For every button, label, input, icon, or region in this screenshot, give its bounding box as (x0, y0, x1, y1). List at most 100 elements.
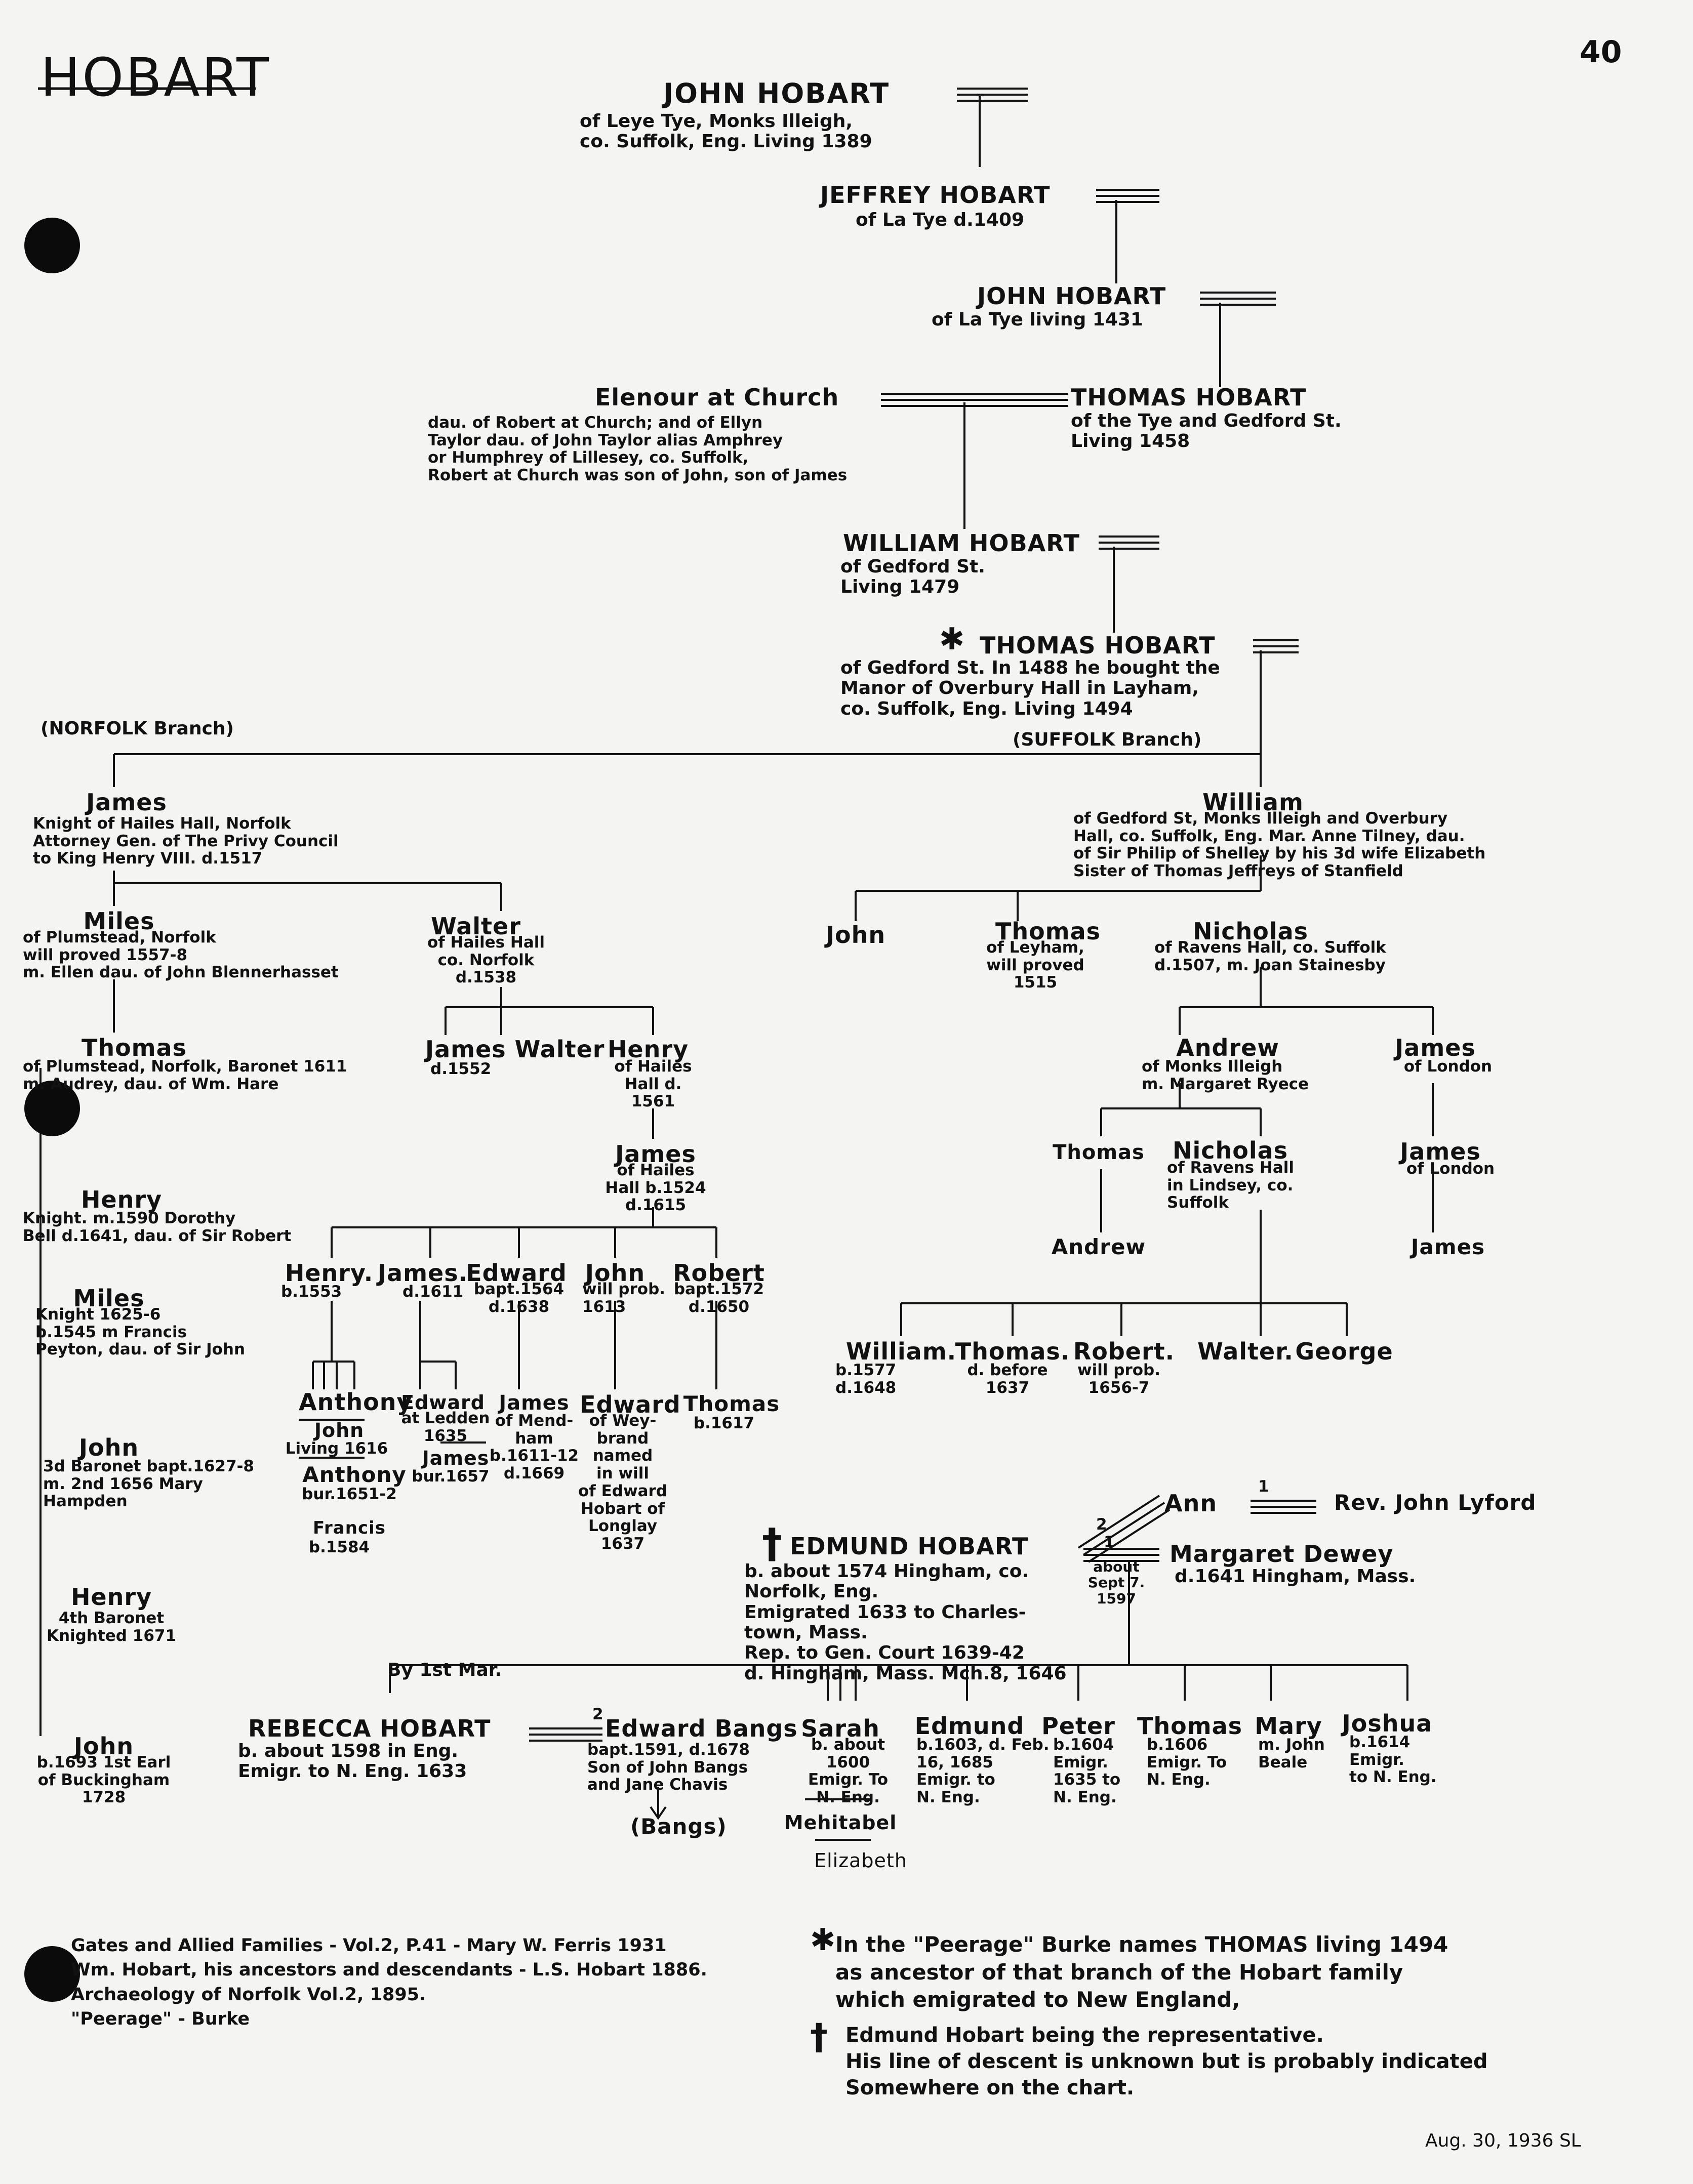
suffolk-child-robert-name: Robert. (1073, 1338, 1175, 1365)
norfolk-child-henry-detail: b.1553 (281, 1283, 342, 1301)
norfolk-walter-detail: of Hailes Hall co. Norfolk d.1538 (427, 933, 545, 987)
sarah-detail: b. about 1600 Emigr. To N. Eng. (808, 1736, 889, 1807)
norfolk-child-john-name: John (585, 1259, 646, 1287)
norfolk-child-john-detail: will prob. 1613 (582, 1280, 666, 1316)
star-footnote: In the "Peerage" Burke names THOMAS livi… (835, 1932, 1448, 2012)
suffolk-james-london2-name: James (1400, 1138, 1481, 1165)
edmund-wife1-detail: d.1641 Hingham, Mass. (1175, 1566, 1416, 1587)
norfolk-gc-john-name: John (314, 1419, 365, 1441)
thomas-son-detail: b.1606 Emigr. To N. Eng. (1147, 1736, 1227, 1789)
note-star-symbol: ✱ (810, 1922, 836, 1958)
norfolk-child-james-name: James. (377, 1259, 468, 1287)
norfolk-henry-4th-name: Henry (70, 1583, 152, 1611)
norfolk-miles-detail: of Plumstead, Norfolk will proved 1557-8… (23, 928, 339, 982)
norfolk-gc-edward-weybrand-detail: of Wey- brand named in will of Edward Ho… (578, 1412, 667, 1553)
norfolk-james-name: James (86, 789, 167, 816)
bangs-spouse-number: 2 (592, 1705, 603, 1723)
norfolk-gc-james-mendham-detail: of Mend- ham b.1611-12 d.1669 (489, 1412, 579, 1483)
suffolk-child-walter-name: Walter. (1197, 1338, 1294, 1365)
gen1-detail: of Leye Tye, Monks Illeigh, co. Suffolk,… (580, 111, 872, 152)
gen2-detail: of La Tye d.1409 (856, 210, 1025, 230)
norfolk-john-3d-name: John (78, 1434, 139, 1461)
punch-hole-top (24, 218, 80, 273)
norfolk-walter-name: Walter (431, 913, 521, 940)
norfolk-gc-james-name: James (422, 1447, 490, 1469)
note-cross-symbol: † (810, 2016, 828, 2057)
norfolk-child-henry-name: Henry. (285, 1259, 374, 1287)
edmund-wife2-other-husband: Rev. John Lyford (1334, 1490, 1537, 1515)
suffolk-nicholas-name: Nicholas (1192, 918, 1309, 945)
gen2-name: JEFFREY HOBART (820, 181, 1051, 209)
peter-name: Peter (1041, 1712, 1115, 1740)
suffolk-child-robert-detail: will prob. 1656-7 (1077, 1361, 1161, 1397)
bangs-reference: (Bangs) (630, 1814, 727, 1839)
suffolk-james-london2-detail: of London (1406, 1160, 1495, 1178)
signature-date: Aug. 30, 1936 SL (1425, 2130, 1581, 2151)
suffolk-thomas-name: Thomas (995, 918, 1101, 945)
norfolk-miles-name: Miles (83, 908, 155, 935)
norfolk-gc-edward-name: Edward (401, 1391, 485, 1414)
mary-name: Mary (1255, 1712, 1322, 1740)
gen3-name: JOHN HOBART (977, 282, 1166, 310)
suffolk-nicholas2-detail: of Ravens Hall in Lindsey, co. Suffolk (1167, 1159, 1295, 1212)
norfolk-child-edward-detail: bapt.1564 d.1638 (473, 1280, 565, 1316)
suffolk-child-thomas-detail: d. before 1637 (967, 1361, 1048, 1397)
suffolk-nicholas2-name: Nicholas (1172, 1137, 1288, 1164)
edmund-wife2-other-number: 1 (1258, 1477, 1269, 1496)
suffolk-branch-label: (SUFFOLK Branch) (1013, 729, 1202, 750)
star-symbol: ✱ (939, 622, 965, 657)
family-title: HOBART (41, 47, 271, 108)
norfolk-miles-knight-detail: Knight 1625-6 b.1545 m Francis Peyton, d… (35, 1305, 246, 1359)
norfolk-branch-label: (NORFOLK Branch) (41, 718, 234, 739)
norfolk-child-edward-name: Edward (466, 1259, 567, 1287)
norfolk-gc-francis-detail: b.1584 (308, 1538, 370, 1556)
edmund-name: EDMUND HOBART (790, 1533, 1029, 1560)
norfolk-john-earl-name: John (73, 1733, 134, 1760)
gen6-detail: of Gedford St. In 1488 he bought the Man… (840, 657, 1220, 719)
edmund-wife1-number: 1 (1104, 1533, 1115, 1551)
suffolk-thomas2-name: Thomas (1053, 1141, 1145, 1164)
edmund-jr-name: Edmund (914, 1712, 1025, 1740)
suffolk-child-william-name: William. (845, 1338, 957, 1365)
punch-hole-bottom (24, 1946, 80, 2002)
rebecca-detail: b. about 1598 in Eng. Emigr. to N. Eng. … (238, 1741, 467, 1782)
norfolk-henry-hh-name: Henry (607, 1036, 689, 1063)
norfolk-gc-anthony-name: Anthony (299, 1388, 413, 1416)
sources-list: Gates and Allied Families - Vol.2, P.41 … (71, 1935, 707, 2029)
gen4-wife-detail: dau. of Robert at Church; and of Ellyn T… (428, 414, 848, 485)
suffolk-james-london-name: James (1395, 1034, 1476, 1061)
edmund-wife2-name: Ann (1164, 1490, 1218, 1517)
suffolk-child-william-detail: b.1577 d.1648 (835, 1361, 897, 1397)
elizabeth-name: Elizabeth (814, 1849, 907, 1872)
gen6-name: THOMAS HOBART (980, 632, 1216, 659)
edward-bangs-name: Edward Bangs (605, 1715, 798, 1742)
sarah-name: Sarah (801, 1715, 880, 1742)
norfolk-thomas-detail: of Plumstead, Norfolk, Baronet 1611 m. A… (23, 1057, 347, 1093)
suffolk-thomas-detail: of Leyham, will proved 1515 (986, 938, 1084, 992)
norfolk-gc-anthony2-name: Anthony (302, 1462, 407, 1487)
norfolk-gc-edward-weybrand-name: Edward (580, 1391, 681, 1418)
norfolk-henry-knight-name: Henry (80, 1186, 163, 1213)
suffolk-andrew-detail: of Monks Illeigh m. Margaret Ryece (1142, 1057, 1309, 1093)
norfolk-gc-anthony2-detail: bur.1651-2 (302, 1485, 397, 1503)
norfolk-james-hh-name: James (615, 1140, 696, 1168)
norfolk-child-robert-name: Robert (673, 1259, 765, 1287)
first-marriage-label: By 1st Mar. (387, 1660, 502, 1680)
page-number: 40 (1580, 34, 1622, 70)
rebecca-name: REBECCA HOBART (248, 1715, 491, 1742)
suffolk-child-thomas-name: Thomas. (955, 1338, 1070, 1365)
gen3-detail: of La Tye living 1431 (932, 309, 1144, 330)
norfolk-james-detail: Knight of Hailes Hall, Norfolk Attorney … (33, 814, 339, 868)
norfolk-gc-edward-detail: at Ledden 1635 (401, 1409, 490, 1445)
gen4-husband-detail: of the Tye and Gedford St. Living 1458 (1071, 410, 1342, 452)
norfolk-miles-knight-name: Miles (73, 1285, 145, 1312)
peter-detail: b.1604 Emigr. 1635 to N. Eng. (1053, 1736, 1121, 1807)
edmund-marriage-date: about Sept 7. 1597 (1087, 1558, 1145, 1607)
mary-detail: m. John Beale (1258, 1736, 1325, 1771)
suffolk-andrew-name: Andrew (1176, 1034, 1279, 1061)
norfolk-gc-thomas-name: Thomas (683, 1391, 780, 1416)
norfolk-thomas-name: Thomas (81, 1034, 187, 1061)
suffolk-nicholas-detail: of Ravens Hall, co. Suffolk d.1507, m. J… (1154, 938, 1386, 974)
gen1-name: JOHN HOBART (663, 77, 890, 109)
